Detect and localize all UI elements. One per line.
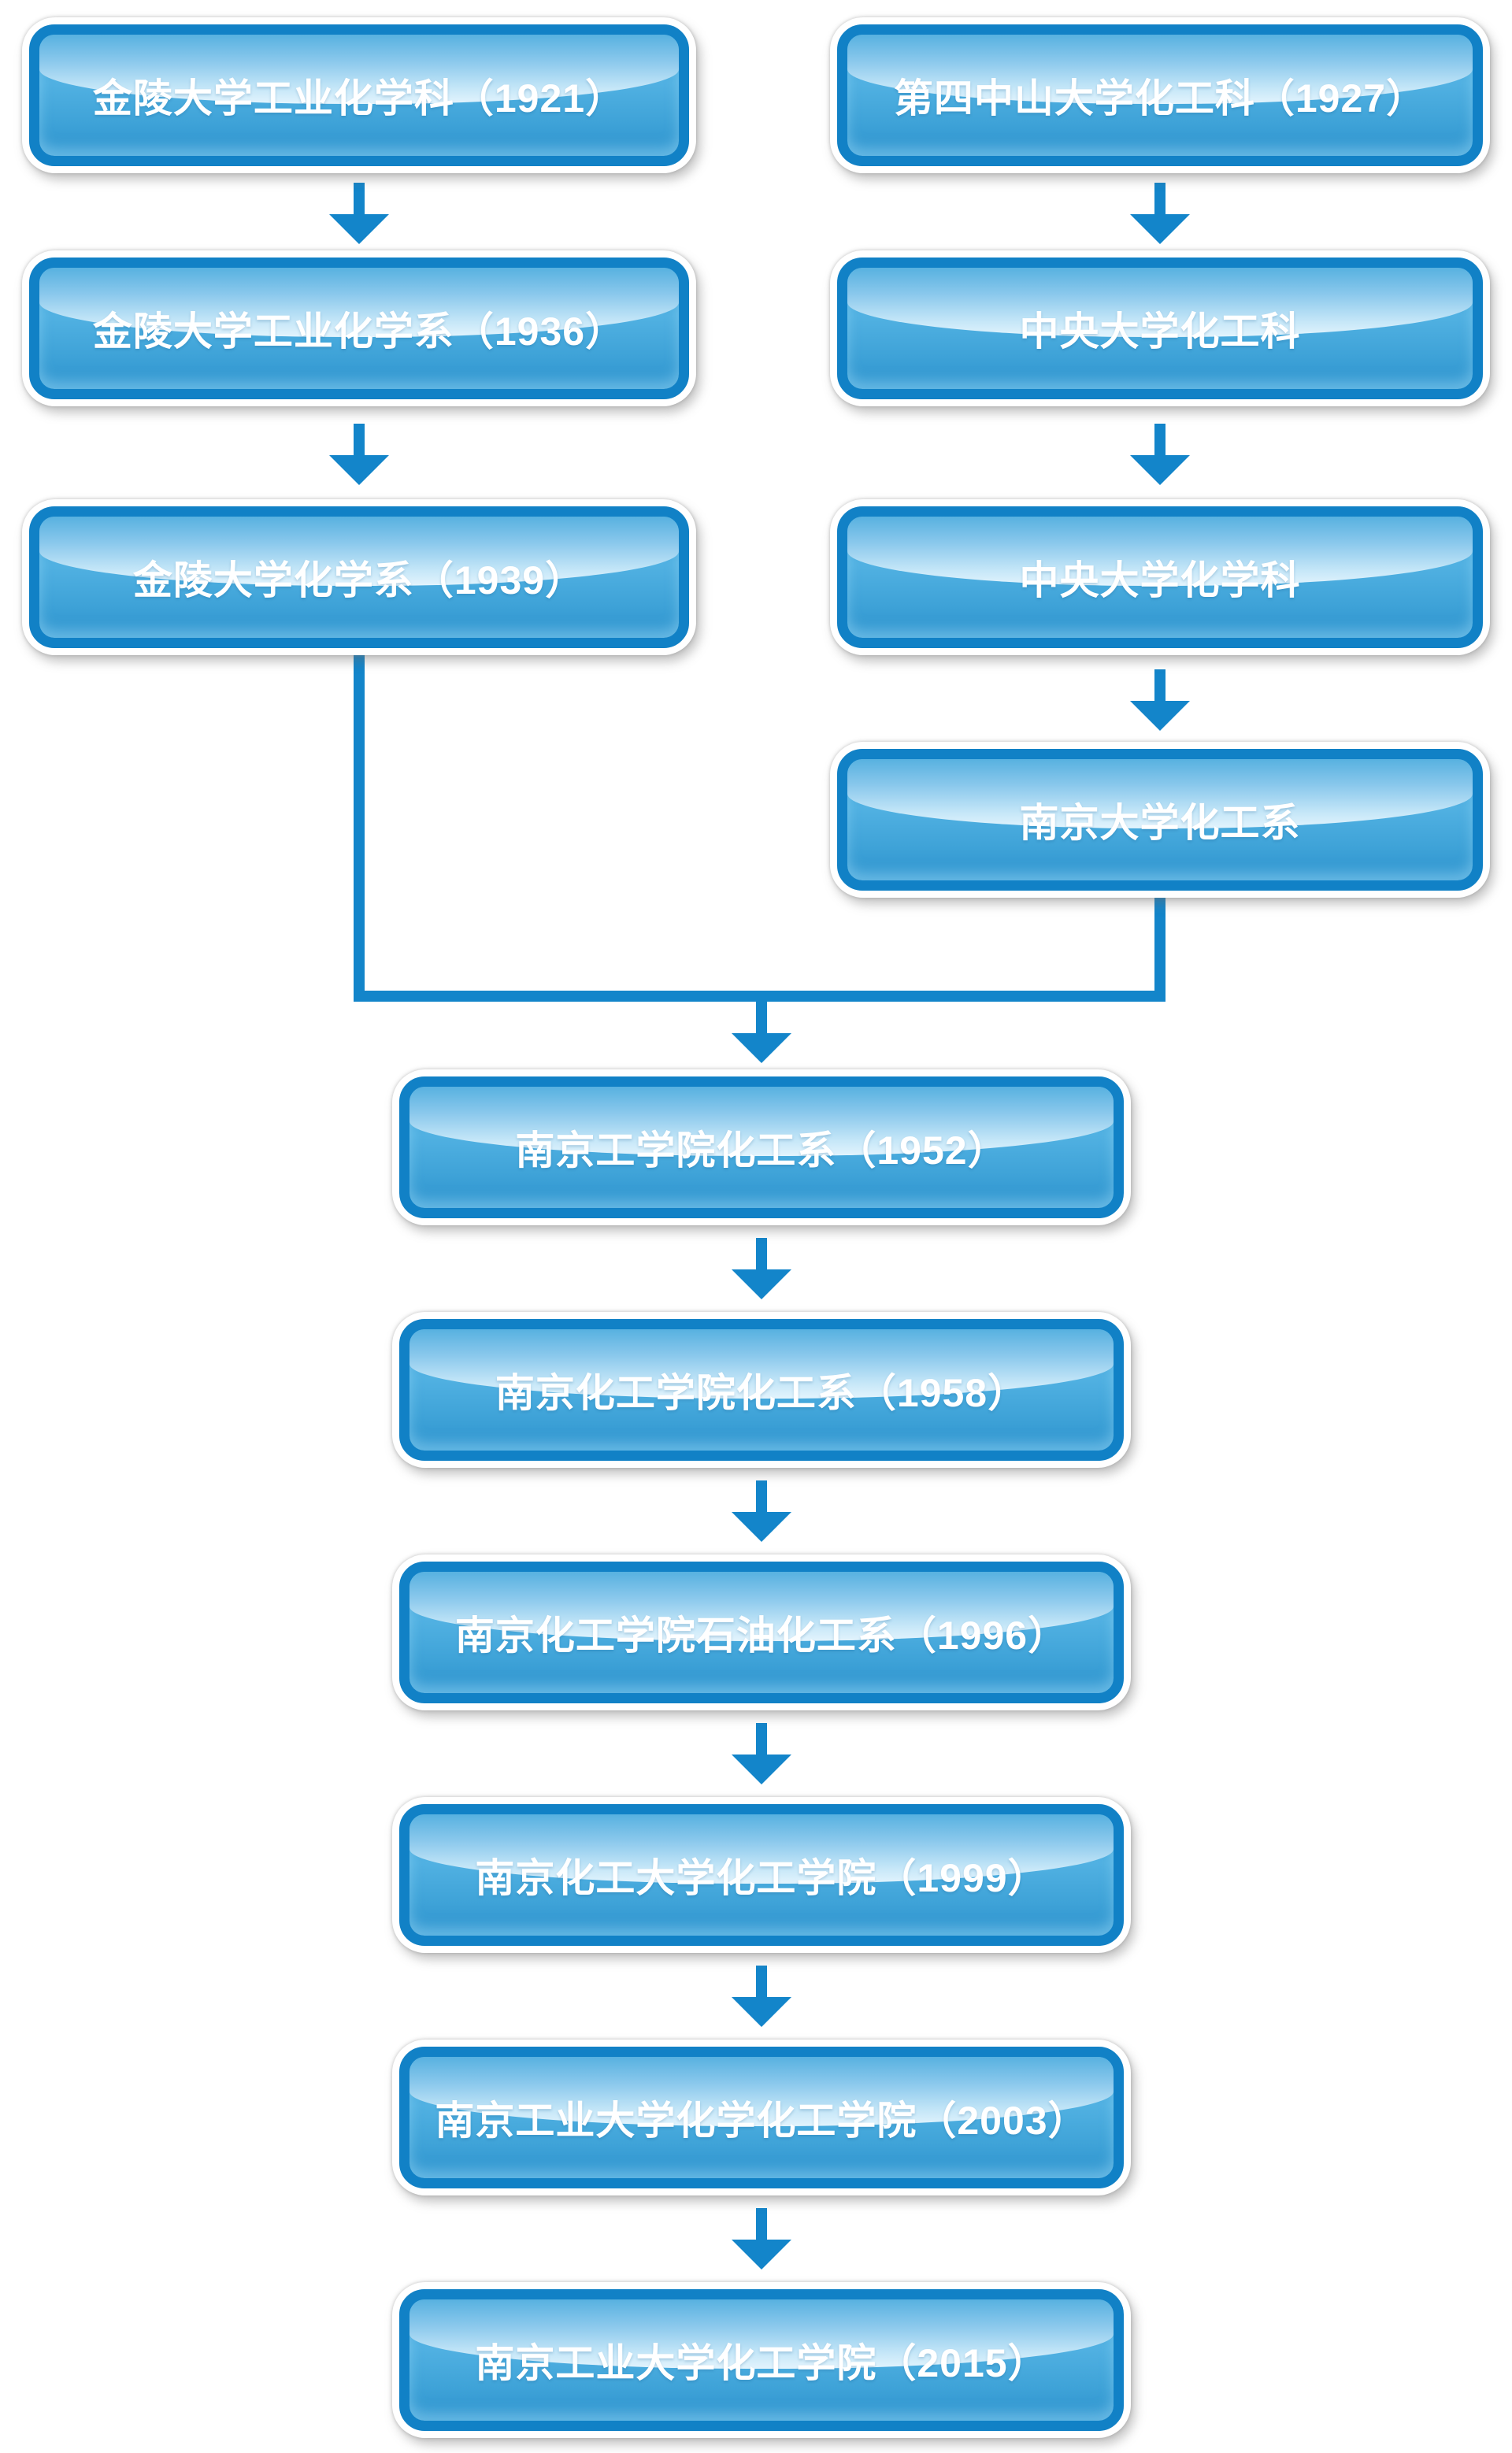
node-body: 南京化工学院石油化工系（1996） [399,1562,1124,1703]
arrow-shaft [756,1480,767,1512]
node-label: 南京大学化工系 [1019,801,1301,845]
node-nanjing-chem-inst-petrochem-1996: 南京化工学院石油化工系（1996） [392,1554,1131,1710]
node-body: 中央大学化工科 [837,258,1483,399]
arrow-shaft [756,2208,767,2240]
node-label: 南京工业大学化工学院（2015） [475,2341,1048,2385]
arrow-head [1130,701,1190,731]
arrow-head [1130,455,1190,485]
node-jinling-industrial-chemistry-1921: 金陵大学工业化学科（1921） [22,17,696,173]
arrow-head [732,1755,791,1784]
node-fourth-zhongshan-chemeng-1927: 第四中山大学化工科（1927） [830,17,1490,173]
node-body: 南京大学化工系 [837,749,1483,891]
node-body: 金陵大学工业化学系（1936） [29,258,689,399]
arrow-down-icon [1130,424,1190,485]
arrow-down-icon [1130,183,1190,244]
arrow-head [329,455,389,485]
node-body: 第四中山大学化工科（1927） [837,24,1483,166]
node-body: 南京工学院化工系（1952） [399,1076,1124,1218]
node-label: 金陵大学化学系（1939） [132,558,586,602]
node-label: 南京化工大学化工学院（1999） [475,1856,1048,1900]
arrow-down-icon [732,1238,791,1299]
node-label: 南京工业大学化学化工学院（2003） [435,2099,1088,2143]
arrow-down-icon [732,1480,791,1542]
arrow-head [1130,214,1190,244]
node-nanjing-univ-chemeng: 南京大学化工系 [830,742,1490,898]
node-jinling-industrial-chemistry-1936: 金陵大学工业化学系（1936） [22,250,696,406]
node-label: 南京化工学院石油化工系（1996） [454,1614,1069,1658]
node-label: 金陵大学工业化学系（1936） [92,309,626,354]
arrow-shaft [756,1723,767,1755]
node-label: 中央大学化工科 [1019,309,1301,354]
node-njtech-chemeng-school-2015: 南京工业大学化工学院（2015） [392,2282,1131,2438]
node-body: 金陵大学工业化学科（1921） [29,24,689,166]
arrow-down-icon [732,2208,791,2270]
node-label: 金陵大学工业化学科（1921） [92,76,626,120]
node-label: 南京工学院化工系（1952） [515,1128,1008,1173]
arrow-head [329,214,389,244]
arrow-down-icon [732,1002,791,1063]
node-body: 金陵大学化学系（1939） [29,506,689,648]
node-body: 南京工业大学化学化工学院（2003） [399,2047,1124,2188]
arrow-shaft [1154,424,1166,455]
node-label: 第四中山大学化工科（1927） [893,76,1427,120]
connector-line-right [1154,893,1166,1002]
arrow-head [732,1512,791,1542]
arrow-head [732,2240,791,2270]
node-body: 南京工业大学化工学院（2015） [399,2289,1124,2431]
arrow-shaft [756,1966,767,1997]
node-njtech-chem-chemeng-school-2003: 南京工业大学化学化工学院（2003） [392,2040,1131,2195]
node-jinling-chemistry-1939: 金陵大学化学系（1939） [22,499,696,655]
arrow-head [732,1269,791,1299]
node-central-univ-chemeng: 中央大学化工科 [830,250,1490,406]
arrow-down-icon [329,183,389,244]
node-body: 中央大学化学科 [837,506,1483,648]
arrow-head [732,1997,791,2027]
arrow-head [732,1033,791,1063]
node-body: 南京化工大学化工学院（1999） [399,1804,1124,1946]
arrow-down-icon [732,1966,791,2027]
node-label: 南京化工学院化工系（1958） [495,1371,1028,1415]
arrow-shaft [756,1238,767,1269]
arrow-down-icon [329,424,389,485]
node-label: 中央大学化学科 [1019,558,1301,602]
connector-line-left [354,650,365,1002]
node-nanjing-chem-inst-chemeng-1958: 南京化工学院化工系（1958） [392,1312,1131,1468]
node-nanjing-univ-chem-tech-1999: 南京化工大学化工学院（1999） [392,1797,1131,1953]
node-body: 南京化工学院化工系（1958） [399,1319,1124,1461]
arrow-down-icon [732,1723,791,1784]
node-nanjing-inst-tech-chemeng-1952: 南京工学院化工系（1952） [392,1069,1131,1225]
node-central-univ-chemistry: 中央大学化学科 [830,499,1490,655]
arrow-shaft [354,424,365,455]
arrow-shaft [756,1002,767,1033]
arrow-down-icon [1130,669,1190,731]
arrow-shaft [354,183,365,214]
arrow-shaft [1154,669,1166,701]
connector-merge-bar [354,991,1166,1002]
arrow-shaft [1154,183,1166,214]
